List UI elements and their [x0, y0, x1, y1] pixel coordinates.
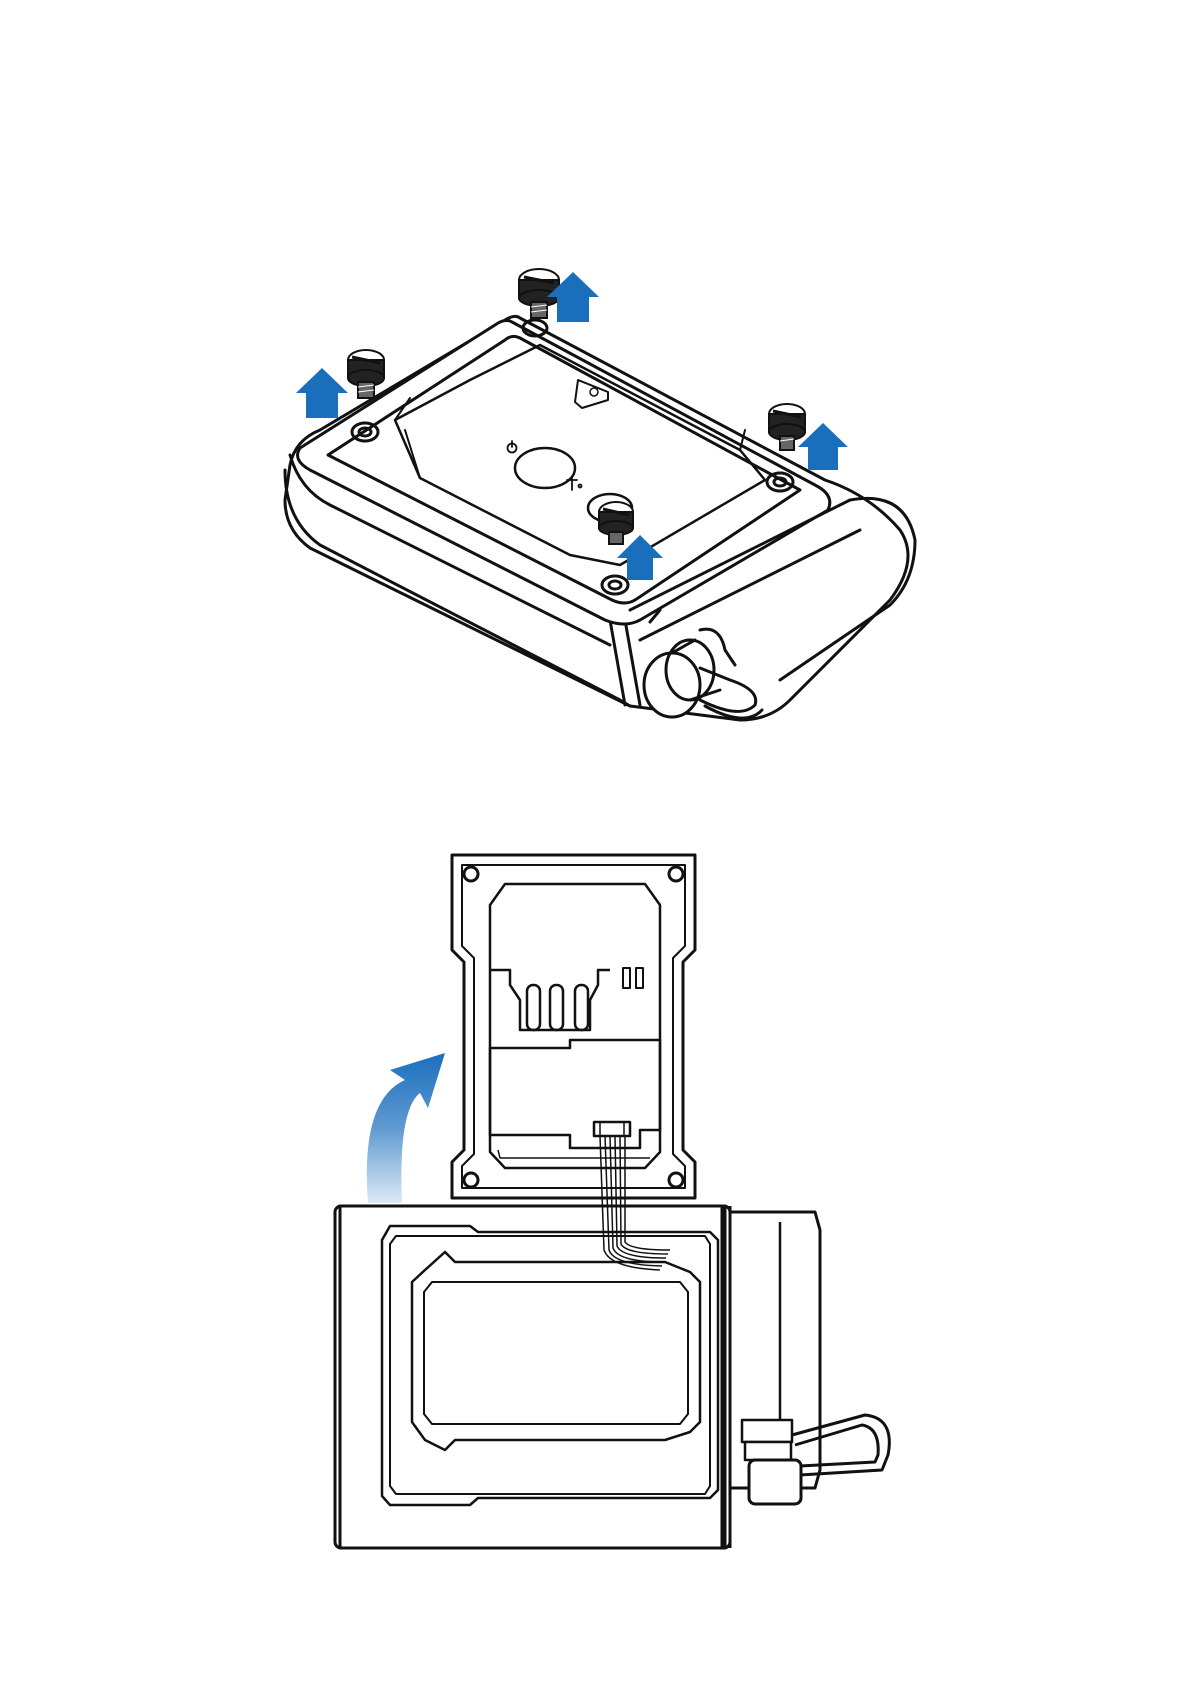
cover-open-view: [335, 855, 889, 1548]
up-arrow-icon: [296, 368, 348, 418]
round-connector: [644, 653, 700, 717]
thumb-screw: [348, 350, 384, 398]
thumb-screw: [769, 404, 805, 450]
curved-arrow-icon: [367, 1053, 445, 1203]
lift-curved-arrow: [367, 1053, 445, 1203]
round-connector: [749, 1460, 801, 1504]
device-base: [335, 1206, 889, 1548]
lid-plate: [452, 855, 695, 1198]
